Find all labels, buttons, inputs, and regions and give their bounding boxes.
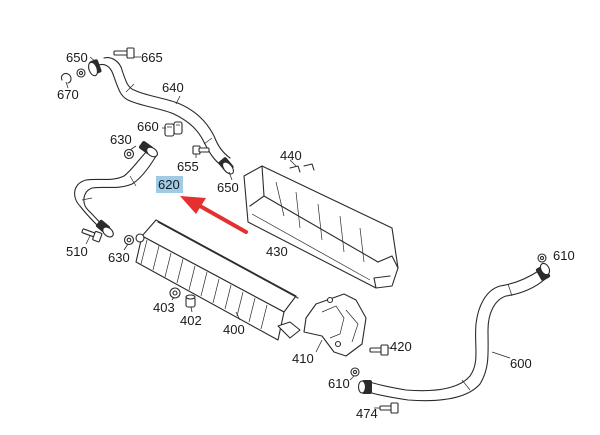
washer-630-top[interactable] (123, 148, 135, 160)
circlip-670[interactable] (60, 72, 72, 84)
air-duct-430[interactable] (243, 165, 399, 289)
washer-650[interactable] (76, 68, 86, 78)
callout-labels: 650 665 670 640 630 660 655 650 440 620 … (57, 50, 575, 421)
callout-403[interactable]: 403 (153, 300, 175, 315)
callout-400[interactable]: 400 (223, 322, 245, 337)
hose-clamp-610-left (357, 380, 372, 394)
callout-630-bottom[interactable]: 630 (108, 250, 130, 265)
washer-403[interactable] (169, 287, 181, 299)
bracket-410[interactable] (303, 293, 367, 357)
callout-510[interactable]: 510 (66, 244, 88, 259)
bushing-402[interactable] (185, 294, 196, 308)
callout-420[interactable]: 420 (390, 339, 412, 354)
hose-640[interactable] (95, 57, 231, 167)
callout-474[interactable]: 474 (356, 406, 378, 421)
callout-660[interactable]: 660 (137, 119, 159, 134)
hose-clamp-650-top (87, 59, 102, 77)
clip-440[interactable] (289, 163, 315, 173)
callout-640[interactable]: 640 (162, 80, 184, 95)
callout-440[interactable]: 440 (280, 148, 302, 163)
callout-620[interactable]: 620 (158, 177, 180, 192)
washer-610-right[interactable] (537, 253, 547, 263)
callout-410[interactable]: 410 (292, 351, 314, 366)
callout-630-top[interactable]: 630 (110, 132, 132, 147)
callout-610-right[interactable]: 610 (553, 248, 575, 263)
hose-clamp-620-top (139, 141, 158, 158)
bolt-420[interactable] (369, 344, 389, 356)
callout-610-lower[interactable]: 610 (328, 376, 350, 391)
bolt-474[interactable] (379, 402, 399, 414)
bolt-510[interactable] (81, 228, 103, 243)
callout-670[interactable]: 670 (57, 87, 79, 102)
callout-655[interactable]: 655 (177, 159, 199, 174)
bolt-665[interactable] (113, 47, 135, 59)
leader-lines (65, 56, 511, 409)
callout-402[interactable]: 402 (180, 313, 202, 328)
callout-650-lower[interactable]: 650 (217, 180, 239, 195)
pointer-arrow (180, 196, 248, 234)
clamp-660[interactable] (164, 121, 183, 137)
hose-clamp-620-bottom (96, 219, 114, 238)
bolt-655[interactable] (192, 145, 210, 155)
washer-610-lower[interactable] (350, 367, 360, 377)
callout-650-top[interactable]: 650 (66, 50, 88, 65)
hose-clamp-610-right (535, 262, 551, 281)
callout-620-highlight (156, 176, 183, 193)
hose-clamp-650-lower (218, 157, 234, 175)
callout-430[interactable]: 430 (266, 244, 288, 259)
callout-665[interactable]: 665 (141, 50, 163, 65)
washer-630-bottom[interactable] (123, 234, 135, 246)
callout-600[interactable]: 600 (510, 356, 532, 371)
charge-air-cooler-400[interactable] (135, 219, 301, 341)
hose-600[interactable] (367, 269, 547, 402)
hose-620[interactable] (74, 149, 157, 231)
